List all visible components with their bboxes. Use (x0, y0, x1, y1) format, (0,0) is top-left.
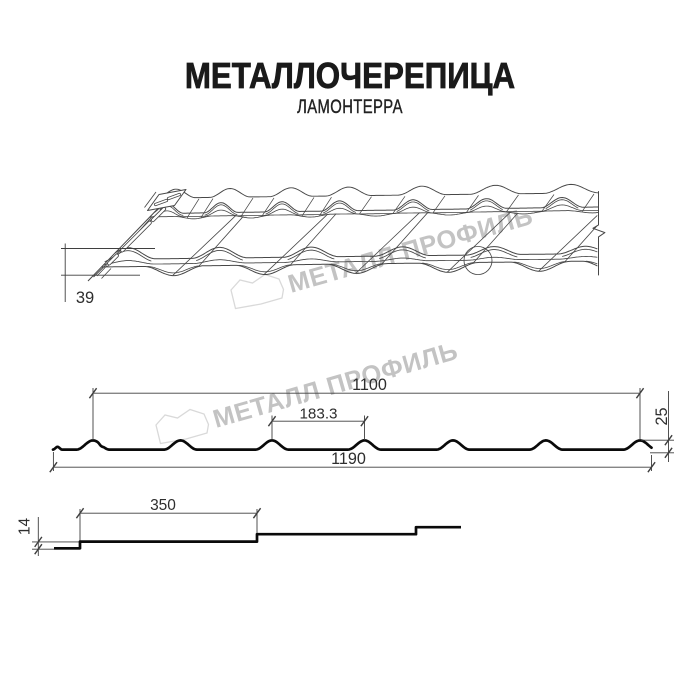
svg-text:39: 39 (76, 289, 94, 307)
svg-text:350: 350 (150, 497, 176, 514)
svg-text:25: 25 (653, 407, 671, 425)
svg-text:183.3: 183.3 (299, 405, 337, 422)
svg-text:1190: 1190 (331, 450, 366, 468)
svg-text:14: 14 (17, 518, 34, 536)
svg-text:1100: 1100 (352, 376, 387, 394)
